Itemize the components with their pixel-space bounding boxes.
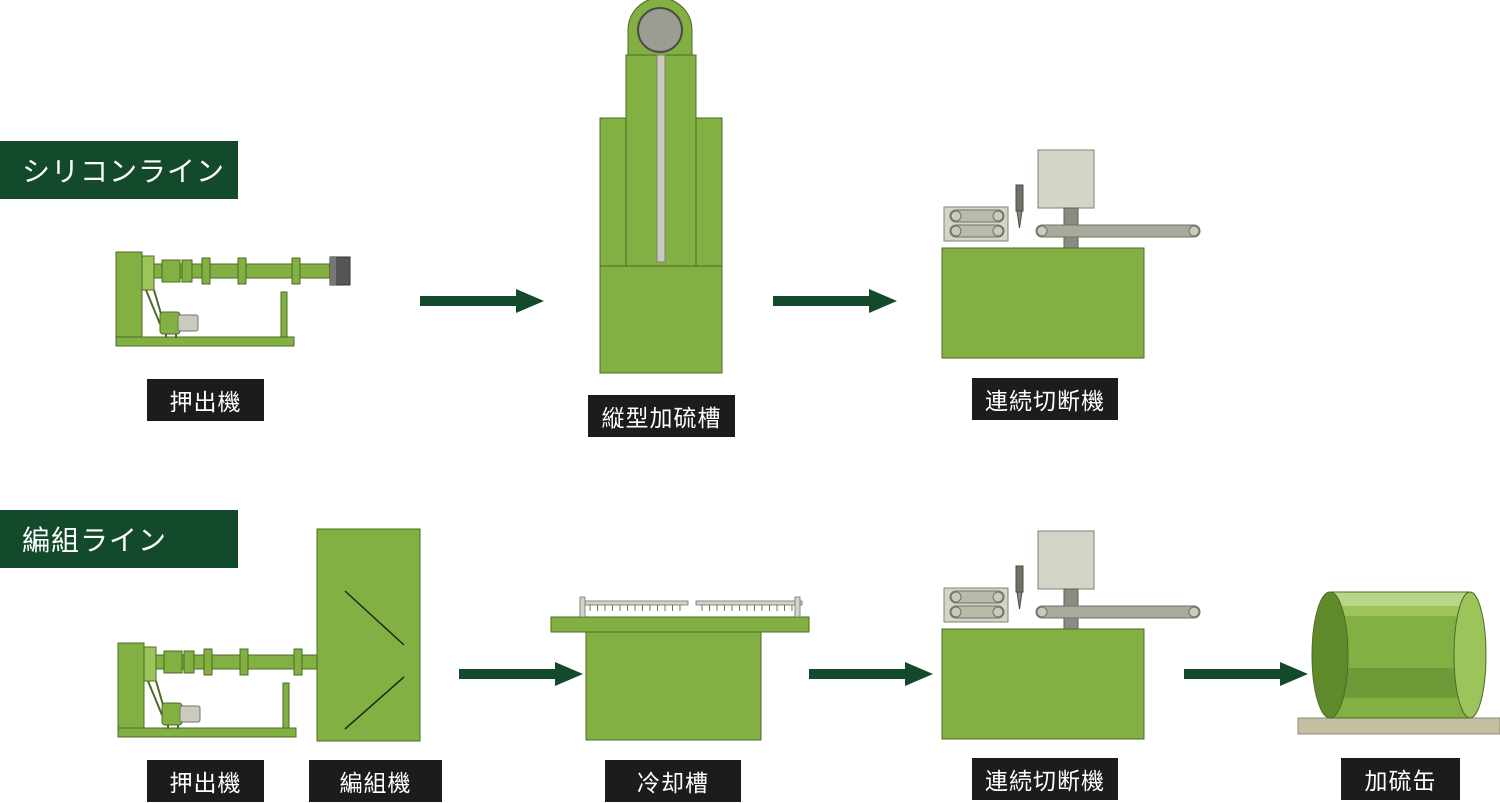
arrow-1 <box>420 289 544 313</box>
label-cutter-2: 連続切断機 <box>972 758 1118 800</box>
arrow-3 <box>459 662 583 686</box>
label-extruder-2: 押出機 <box>147 760 264 802</box>
cutter-machine-2 <box>941 530 1201 740</box>
label-vertical-vulcanizer: 縦型加硫槽 <box>588 395 735 437</box>
label-braider: 編組機 <box>309 760 442 802</box>
cutter-machine-1 <box>941 149 1201 359</box>
braider-machine <box>316 528 421 742</box>
vulcanizing-can-machine <box>1297 591 1500 735</box>
section-title-braid-line: 編組ライン <box>0 510 238 568</box>
section-title-silicone-line: シリコンライン <box>0 141 238 199</box>
arrow-4 <box>809 662 933 686</box>
arrow-5 <box>1184 662 1308 686</box>
arrow-2 <box>773 289 897 313</box>
label-cutter-1: 連続切断機 <box>972 378 1118 420</box>
label-cooling-tank: 冷却槽 <box>605 760 741 802</box>
vertical-vulcanizer-machine <box>599 0 723 374</box>
label-vulcanizing-can: 加硫缶 <box>1341 758 1460 800</box>
label-extruder-1: 押出機 <box>147 379 264 421</box>
extruder-machine-1 <box>115 251 351 347</box>
cooling-tank-machine <box>550 596 810 741</box>
